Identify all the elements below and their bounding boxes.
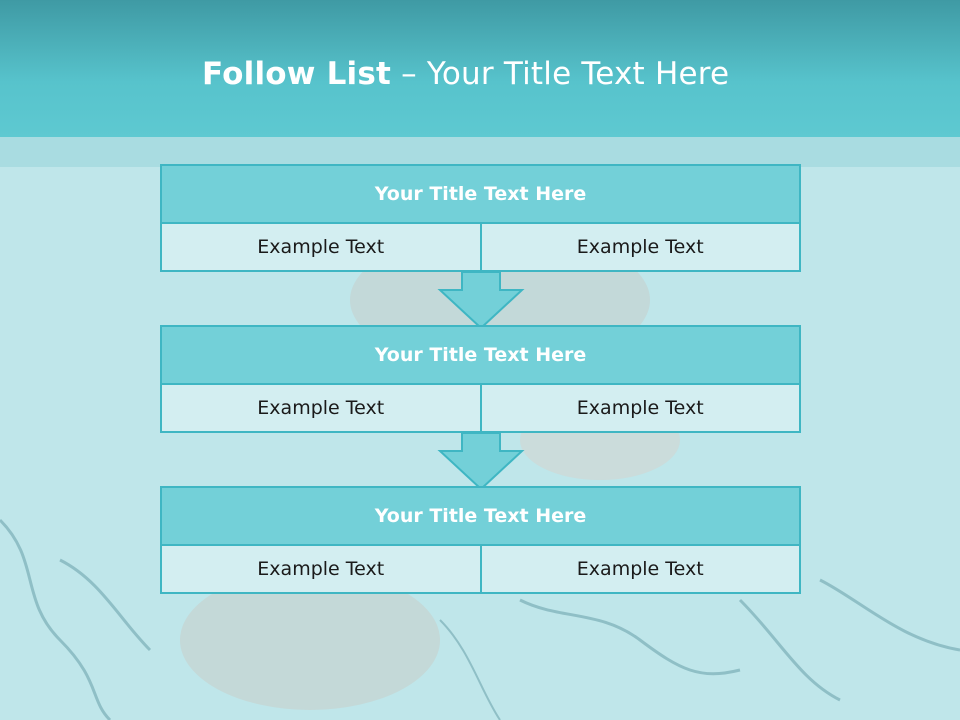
step-cell-left: Example Text	[162, 385, 480, 431]
step-title: Your Title Text Here	[162, 327, 799, 385]
step-box-2: Your Title Text Here Example Text Exampl…	[160, 325, 801, 433]
step-cell-right: Example Text	[479, 546, 799, 592]
step-cell-right: Example Text	[479, 385, 799, 431]
step-title: Your Title Text Here	[162, 488, 799, 546]
step-row: Example Text Example Text	[162, 224, 799, 270]
down-arrow-icon	[437, 271, 525, 330]
title-bold-part: Follow List	[202, 56, 392, 92]
header-bar: Follow List – Your Title Text Here	[0, 0, 960, 137]
step-row: Example Text Example Text	[162, 546, 799, 592]
step-box-3: Your Title Text Here Example Text Exampl…	[160, 486, 801, 594]
step-box-1: Your Title Text Here Example Text Exampl…	[160, 164, 801, 272]
title-rest-part: – Your Title Text Here	[391, 56, 730, 92]
step-cell-left: Example Text	[162, 546, 480, 592]
page-title: Follow List – Your Title Text Here	[202, 56, 729, 92]
step-row: Example Text Example Text	[162, 385, 799, 431]
down-arrow-icon	[437, 432, 525, 491]
step-title: Your Title Text Here	[162, 166, 799, 224]
step-cell-left: Example Text	[162, 224, 480, 270]
step-cell-right: Example Text	[479, 224, 799, 270]
